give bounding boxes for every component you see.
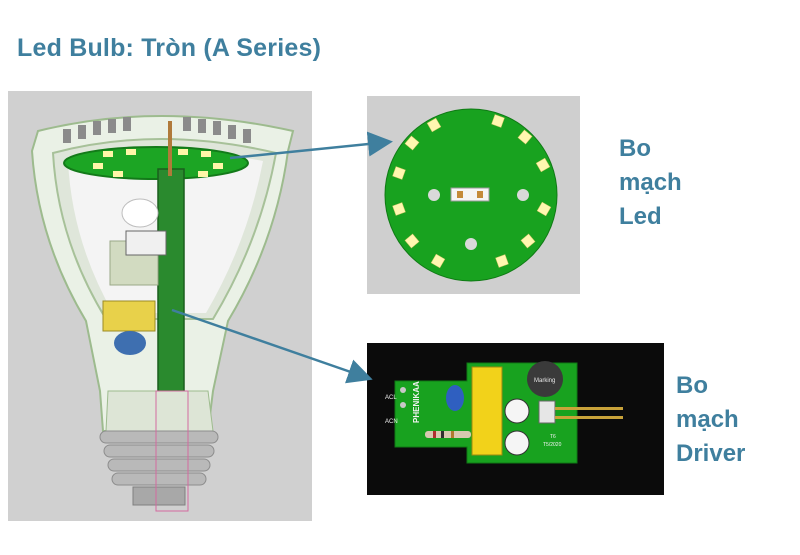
marking-text: Marking [534,378,555,384]
date-text: T5/2020 [543,442,562,448]
driver-board-image: ACL ACN PHENIKAA Marking T6 T5/2020 [367,343,664,495]
revision-text: T6 [550,434,556,440]
bulb-cutaway-image [8,91,312,521]
pin-l-label: ACL [385,395,397,401]
led-board-label: Bo mạch Led [619,135,682,230]
driver-board-label: Bo mạch Driver [676,372,746,467]
page-title: Led Bulb: Tròn (A Series) [17,34,322,62]
pcb-brand-text: PHENIKAA [412,381,421,423]
pin-n-label: ACN [385,419,398,425]
led-board-image [367,96,580,294]
